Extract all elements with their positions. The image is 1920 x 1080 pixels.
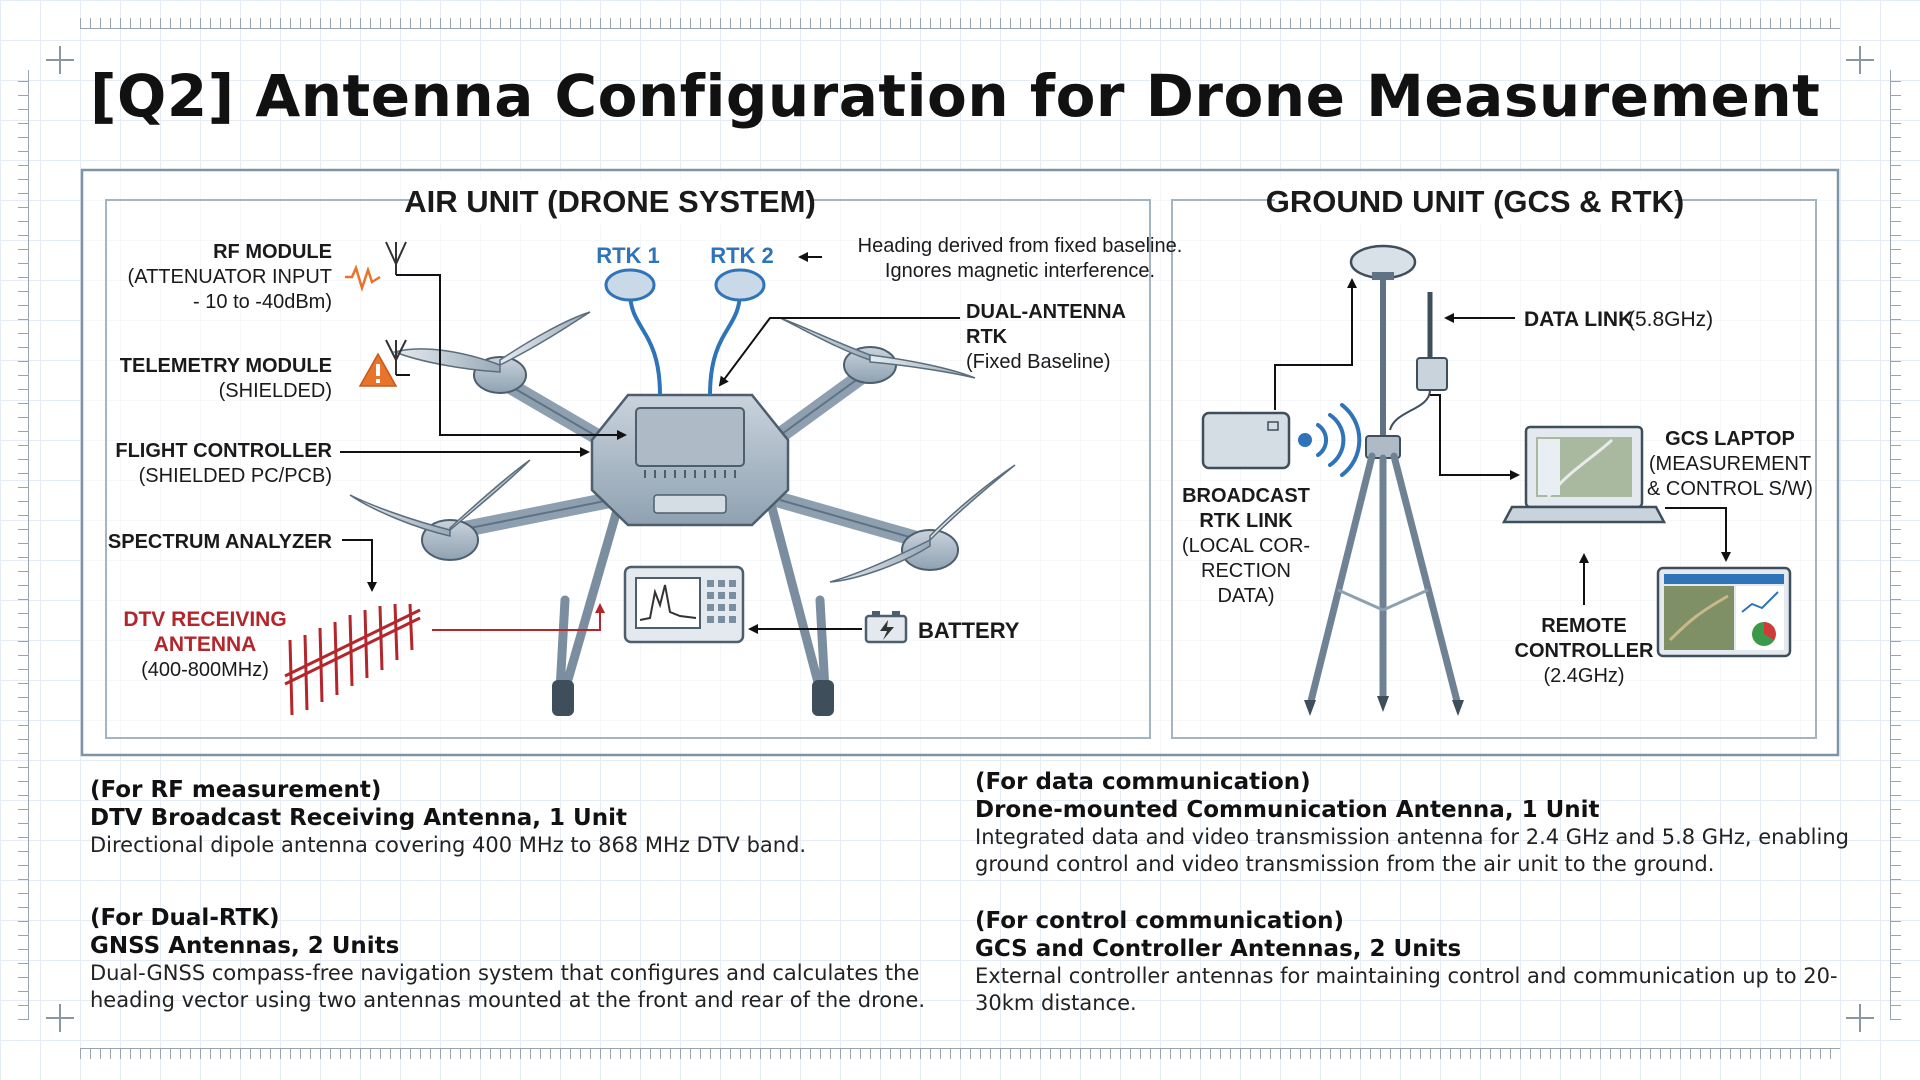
telemetry-module-line1: (SHIELDED) [219, 380, 332, 402]
broadcast-rtk-line2: RTK LINK [1199, 510, 1293, 532]
rtk2-label: RTK 2 [710, 243, 774, 268]
broadcast-rtk-line1: BROADCAST [1182, 485, 1310, 507]
desc-rf-measurement: (For RF measurement) DTV Broadcast Recei… [90, 776, 950, 859]
desc-body-line2: heading vector using two antennas mounte… [90, 987, 950, 1014]
desc-category: (For control communication) [975, 907, 1855, 935]
gcs-laptop-line2: (MEASUREMENT [1649, 453, 1811, 475]
desc-name: GCS and Controller Antennas, 2 Units [975, 935, 1855, 963]
gcs-laptop-icon [1504, 427, 1664, 522]
gcs-laptop-line3: & CONTROL S/W) [1647, 478, 1813, 500]
desc-name: Drone-mounted Communication Antenna, 1 U… [975, 796, 1855, 824]
dtv-antenna-line3: (400-800MHz) [141, 659, 269, 681]
heading-note-line2: Ignores magnetic interference. [885, 260, 1155, 282]
desc-category: (For data communication) [975, 768, 1855, 796]
desc-body-line2: ground control and video transmission fr… [975, 851, 1855, 878]
broadcast-rtk-line5: DATA) [1217, 585, 1274, 607]
desc-body-line1: Dual-GNSS compass-free navigation system… [90, 960, 950, 987]
battery-icon [866, 611, 906, 642]
desc-name: DTV Broadcast Receiving Antenna, 1 Unit [90, 804, 950, 832]
ground-unit-header: GROUND UNIT (GCS & RTK) [1266, 184, 1684, 219]
rf-module-line2: - 10 to -40dBm) [193, 291, 332, 313]
battery-label: BATTERY [918, 618, 1020, 643]
broadcast-rtk-box [1203, 413, 1289, 468]
data-link-title: DATA LINK [1524, 308, 1633, 331]
data-link-freq: (5.8GHz) [1628, 308, 1713, 331]
desc-name: GNSS Antennas, 2 Units [90, 932, 950, 960]
rf-module-line1: (ATTENUATOR INPUT [128, 266, 332, 288]
dual-rtk-line3: (Fixed Baseline) [966, 351, 1111, 373]
dtv-antenna-line1: DTV RECEIVING [123, 608, 286, 631]
dtv-antenna-line2: ANTENNA [154, 633, 257, 656]
dual-rtk-line2: RTK [966, 326, 1008, 348]
desc-body-line1: External controller antennas for maintai… [975, 963, 1855, 990]
rf-module-title: RF MODULE [213, 241, 332, 263]
desc-dual-rtk: (For Dual-RTK) GNSS Antennas, 2 Units Du… [90, 904, 950, 1014]
desc-category: (For Dual-RTK) [90, 904, 950, 932]
desc-body-line1: Directional dipole antenna covering 400 … [90, 832, 950, 859]
desc-body-line2: 30km distance. [975, 990, 1855, 1017]
spectrum-analyzer-title: SPECTRUM ANALYZER [108, 531, 333, 553]
desc-data-communication: (For data communication) Drone-mounted C… [975, 768, 1855, 878]
flight-controller-title: FLIGHT CONTROLLER [115, 440, 332, 462]
flight-controller-line1: (SHIELDED PC/PCB) [139, 465, 332, 487]
broadcast-rtk-line3: (LOCAL COR- [1182, 535, 1310, 557]
desc-body-line1: Integrated data and video transmission a… [975, 824, 1855, 851]
remote-controller-line1: REMOTE [1541, 615, 1627, 637]
measurement-screen-icon [1658, 568, 1790, 656]
remote-controller-line2: CONTROLLER [1515, 640, 1654, 662]
telemetry-module-title: TELEMETRY MODULE [120, 355, 332, 377]
remote-controller-line3: (2.4GHz) [1543, 665, 1624, 687]
heading-note-line1: Heading derived from fixed baseline. [858, 235, 1183, 257]
spectrum-analyzer-device [625, 567, 743, 642]
dual-rtk-line1: DUAL-ANTENNA [966, 301, 1126, 323]
rtk1-label: RTK 1 [596, 243, 660, 268]
broadcast-rtk-line4: RECTION [1201, 560, 1291, 582]
desc-category: (For RF measurement) [90, 776, 950, 804]
air-unit-header: AIR UNIT (DRONE SYSTEM) [404, 184, 816, 219]
gcs-laptop-line1: GCS LAPTOP [1665, 428, 1795, 450]
desc-control-communication: (For control communication) GCS and Cont… [975, 907, 1855, 1017]
